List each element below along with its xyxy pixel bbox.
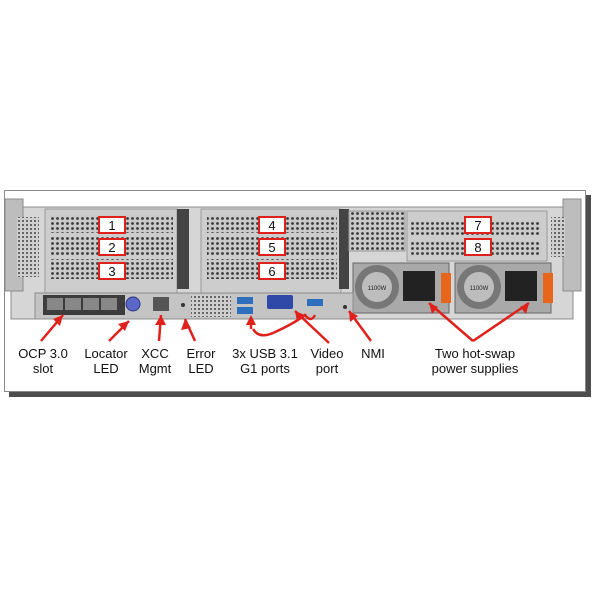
slot-number-5: 5 bbox=[268, 240, 275, 255]
usb-port bbox=[307, 299, 323, 306]
video-port bbox=[267, 295, 293, 309]
callout-locator-line1: Locator bbox=[84, 346, 128, 361]
callout-ocp-slot: OCP 3.0 slot bbox=[11, 346, 75, 376]
usb-port bbox=[237, 307, 253, 314]
power-supplies bbox=[352, 262, 553, 314]
slot-number-3: 3 bbox=[108, 264, 115, 279]
callout-ocp-line1: OCP 3.0 bbox=[18, 346, 68, 361]
server-rear-view: 1100W 1100W 1 2 3 4 5 6 7 8 bbox=[5, 198, 582, 344]
callout-error-led: Error LED bbox=[181, 346, 221, 376]
callout-xcc-mgmt: XCC Mgmt bbox=[133, 346, 177, 376]
callout-video-line2: port bbox=[315, 361, 339, 376]
callout-error-line2: LED bbox=[188, 361, 214, 376]
callout-locator-line2: LED bbox=[93, 361, 119, 376]
callout-psu-line1: Two hot-swap bbox=[434, 346, 516, 361]
callout-locator-led: Locator LED bbox=[79, 346, 133, 376]
psu-1-rating: 1100W bbox=[368, 286, 387, 292]
usb-port bbox=[237, 297, 253, 304]
slot-number-4: 4 bbox=[268, 218, 275, 233]
slot-number-6: 6 bbox=[268, 264, 275, 279]
callout-xcc-line2: Mgmt bbox=[138, 361, 172, 376]
nmi-button bbox=[343, 305, 347, 309]
xcc-mgmt-port bbox=[153, 297, 169, 311]
slot-number-1: 1 bbox=[108, 218, 115, 233]
callout-usb-ports: 3x USB 3.1 G1 ports bbox=[227, 346, 303, 376]
callout-usb-line2: G1 ports bbox=[240, 361, 290, 376]
psu-2-rating: 1100W bbox=[470, 286, 489, 292]
callout-power-supplies: Two hot-swap power supplies bbox=[425, 346, 525, 376]
slot-number-7: 7 bbox=[474, 218, 481, 233]
locator-led bbox=[125, 296, 141, 312]
slot-number-2: 2 bbox=[108, 240, 115, 255]
callout-usb-line1: 3x USB 3.1 bbox=[232, 346, 298, 361]
figure-card: 1100W 1100W 1 2 3 4 5 6 7 8 bbox=[4, 190, 586, 392]
callout-xcc-line1: XCC bbox=[141, 346, 169, 361]
callout-video-line1: Video bbox=[310, 346, 344, 361]
callout-psu-line2: power supplies bbox=[431, 361, 519, 376]
callout-ocp-line2: slot bbox=[32, 361, 54, 376]
callout-video-port: Video port bbox=[305, 346, 349, 376]
callout-error-line1: Error bbox=[186, 346, 216, 361]
callout-nmi-line1: NMI bbox=[361, 346, 385, 361]
error-led bbox=[181, 303, 185, 307]
slot-markers bbox=[98, 216, 492, 280]
callout-nmi: NMI bbox=[355, 346, 391, 361]
slot-number-8: 8 bbox=[474, 240, 481, 255]
